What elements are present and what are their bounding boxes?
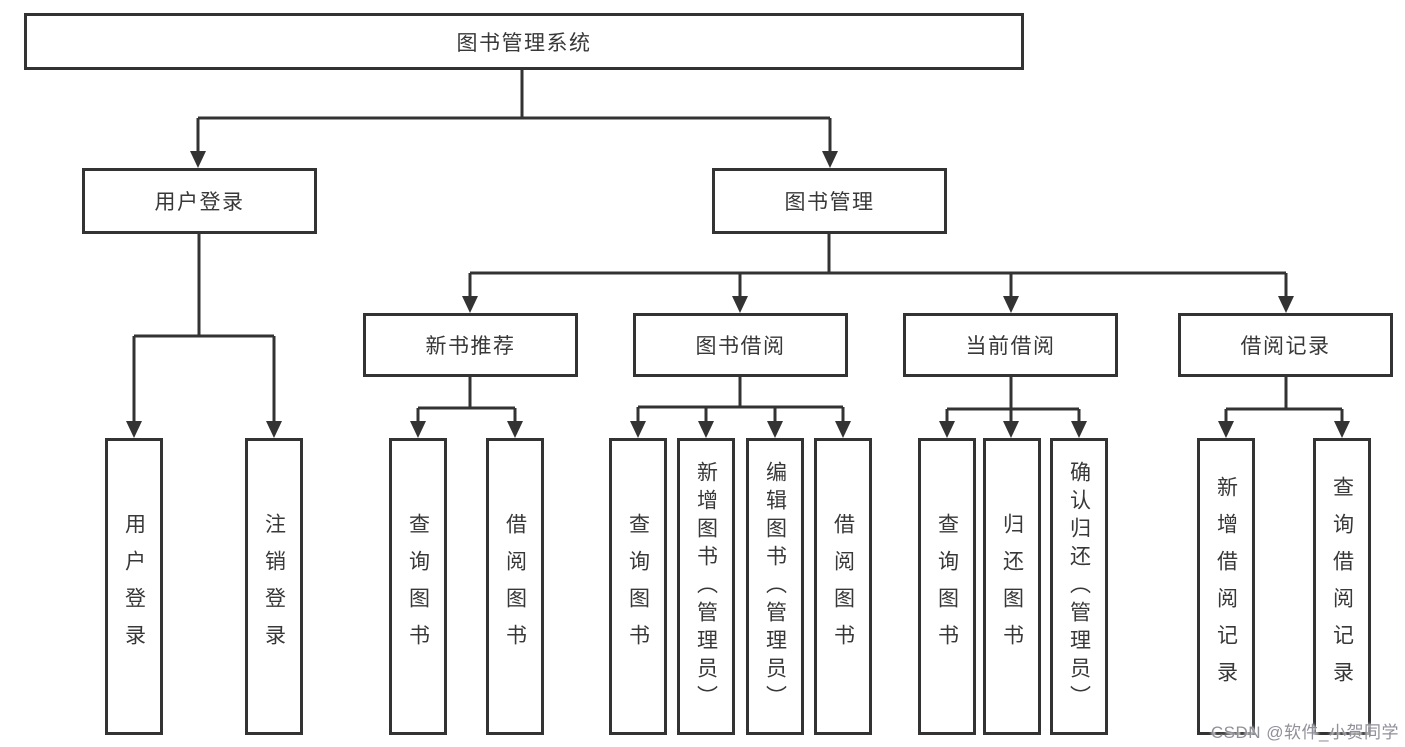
leaf-confirm-return-admin: 确认归还（管理员）: [1050, 438, 1108, 735]
leaf-borrow-books-recommend: 借阅图书: [486, 438, 544, 735]
node-root: 图书管理系统: [24, 13, 1024, 70]
leaf-borrow-books: 借阅图书: [814, 438, 872, 735]
leaf-edit-book-admin-label: 编辑图书（管理员）: [763, 460, 787, 713]
node-new-book-recommend-label: 新书推荐: [425, 335, 516, 358]
leaf-query-books-recommend: 查询图书: [389, 438, 447, 735]
node-book-management: 图书管理: [712, 168, 947, 234]
leaf-query-borrow-record: 查询借阅记录: [1313, 438, 1371, 735]
leaf-query-books-borrow: 查询图书: [609, 438, 667, 735]
leaf-add-borrow-record-label: 新增借阅记录: [1214, 475, 1238, 698]
leaf-user-login: 用户登录: [105, 438, 163, 735]
leaf-return-books-label: 归还图书: [1000, 512, 1024, 661]
leaf-add-book-admin: 新增图书（管理员）: [677, 438, 735, 735]
node-new-book-recommend: 新书推荐: [363, 313, 578, 377]
node-book-borrow: 图书借阅: [633, 313, 848, 377]
leaf-add-borrow-record: 新增借阅记录: [1197, 438, 1255, 735]
leaf-user-login-label: 用户登录: [122, 512, 146, 661]
leaf-query-books-recommend-label: 查询图书: [406, 512, 430, 661]
csdn-watermark: CSDN @软件_小贺同学: [1210, 723, 1399, 742]
leaf-logout-label: 注销登录: [262, 512, 286, 661]
node-book-borrow-label: 图书借阅: [695, 335, 786, 358]
leaf-add-book-admin-label: 新增图书（管理员）: [694, 460, 718, 713]
leaf-edit-book-admin: 编辑图书（管理员）: [746, 438, 804, 735]
leaf-query-books-borrow-label: 查询图书: [626, 512, 650, 661]
leaf-query-borrow-record-label: 查询借阅记录: [1330, 475, 1354, 698]
node-book-management-label: 图书管理: [784, 191, 875, 214]
node-borrow-records-label: 借阅记录: [1240, 335, 1331, 358]
leaf-logout: 注销登录: [245, 438, 303, 735]
node-user-login-label: 用户登录: [154, 191, 245, 214]
leaf-borrow-books-label: 借阅图书: [831, 512, 855, 661]
arrowheads: [126, 151, 1350, 438]
node-current-borrow-label: 当前借阅: [965, 335, 1056, 358]
node-user-login: 用户登录: [82, 168, 317, 234]
node-borrow-records: 借阅记录: [1178, 313, 1393, 377]
node-root-label: 图书管理系统: [456, 31, 592, 55]
leaf-return-books: 归还图书: [983, 438, 1041, 735]
connector-paths: [132, 70, 1344, 425]
leaf-borrow-books-recommend-label: 借阅图书: [503, 512, 527, 661]
leaf-query-books-current-label: 查询图书: [935, 512, 959, 661]
node-current-borrow: 当前借阅: [903, 313, 1118, 377]
leaf-confirm-return-admin-label: 确认归还（管理员）: [1067, 460, 1091, 713]
leaf-query-books-current: 查询图书: [918, 438, 976, 735]
